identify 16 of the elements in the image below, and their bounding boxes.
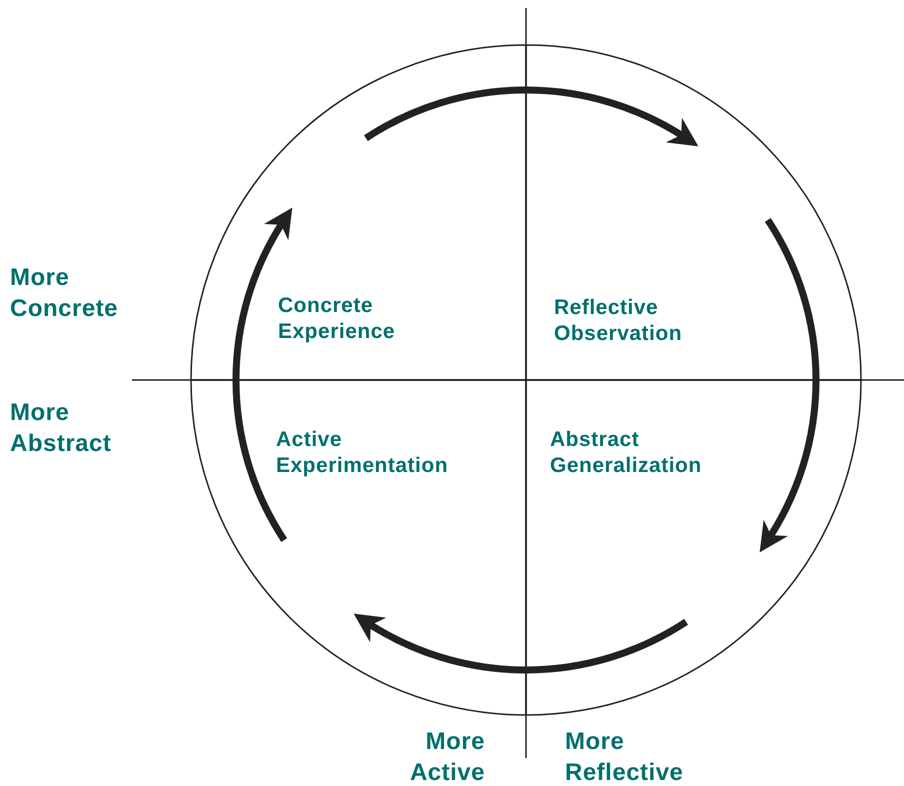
stage-label: Active Experimentation — [276, 427, 450, 479]
axis-label: More Abstract — [10, 398, 112, 459]
curved-arrow — [760, 218, 819, 553]
stage-label: Abstract Generalization — [550, 427, 703, 479]
axis-label: More Active — [408, 727, 485, 786]
quadrant — [191, 45, 526, 380]
quadrant — [191, 380, 526, 715]
stage-label: Reflective Observation — [554, 295, 684, 347]
quadrant — [526, 380, 861, 715]
stage-label: Concrete Experience — [278, 293, 396, 345]
axis-label: More Concrete — [10, 263, 120, 324]
quadrant — [526, 45, 861, 380]
curved-arrow — [364, 87, 699, 146]
curved-arrow — [353, 614, 688, 673]
curved-arrow — [233, 207, 292, 542]
axis-label: More Reflective — [565, 727, 684, 786]
